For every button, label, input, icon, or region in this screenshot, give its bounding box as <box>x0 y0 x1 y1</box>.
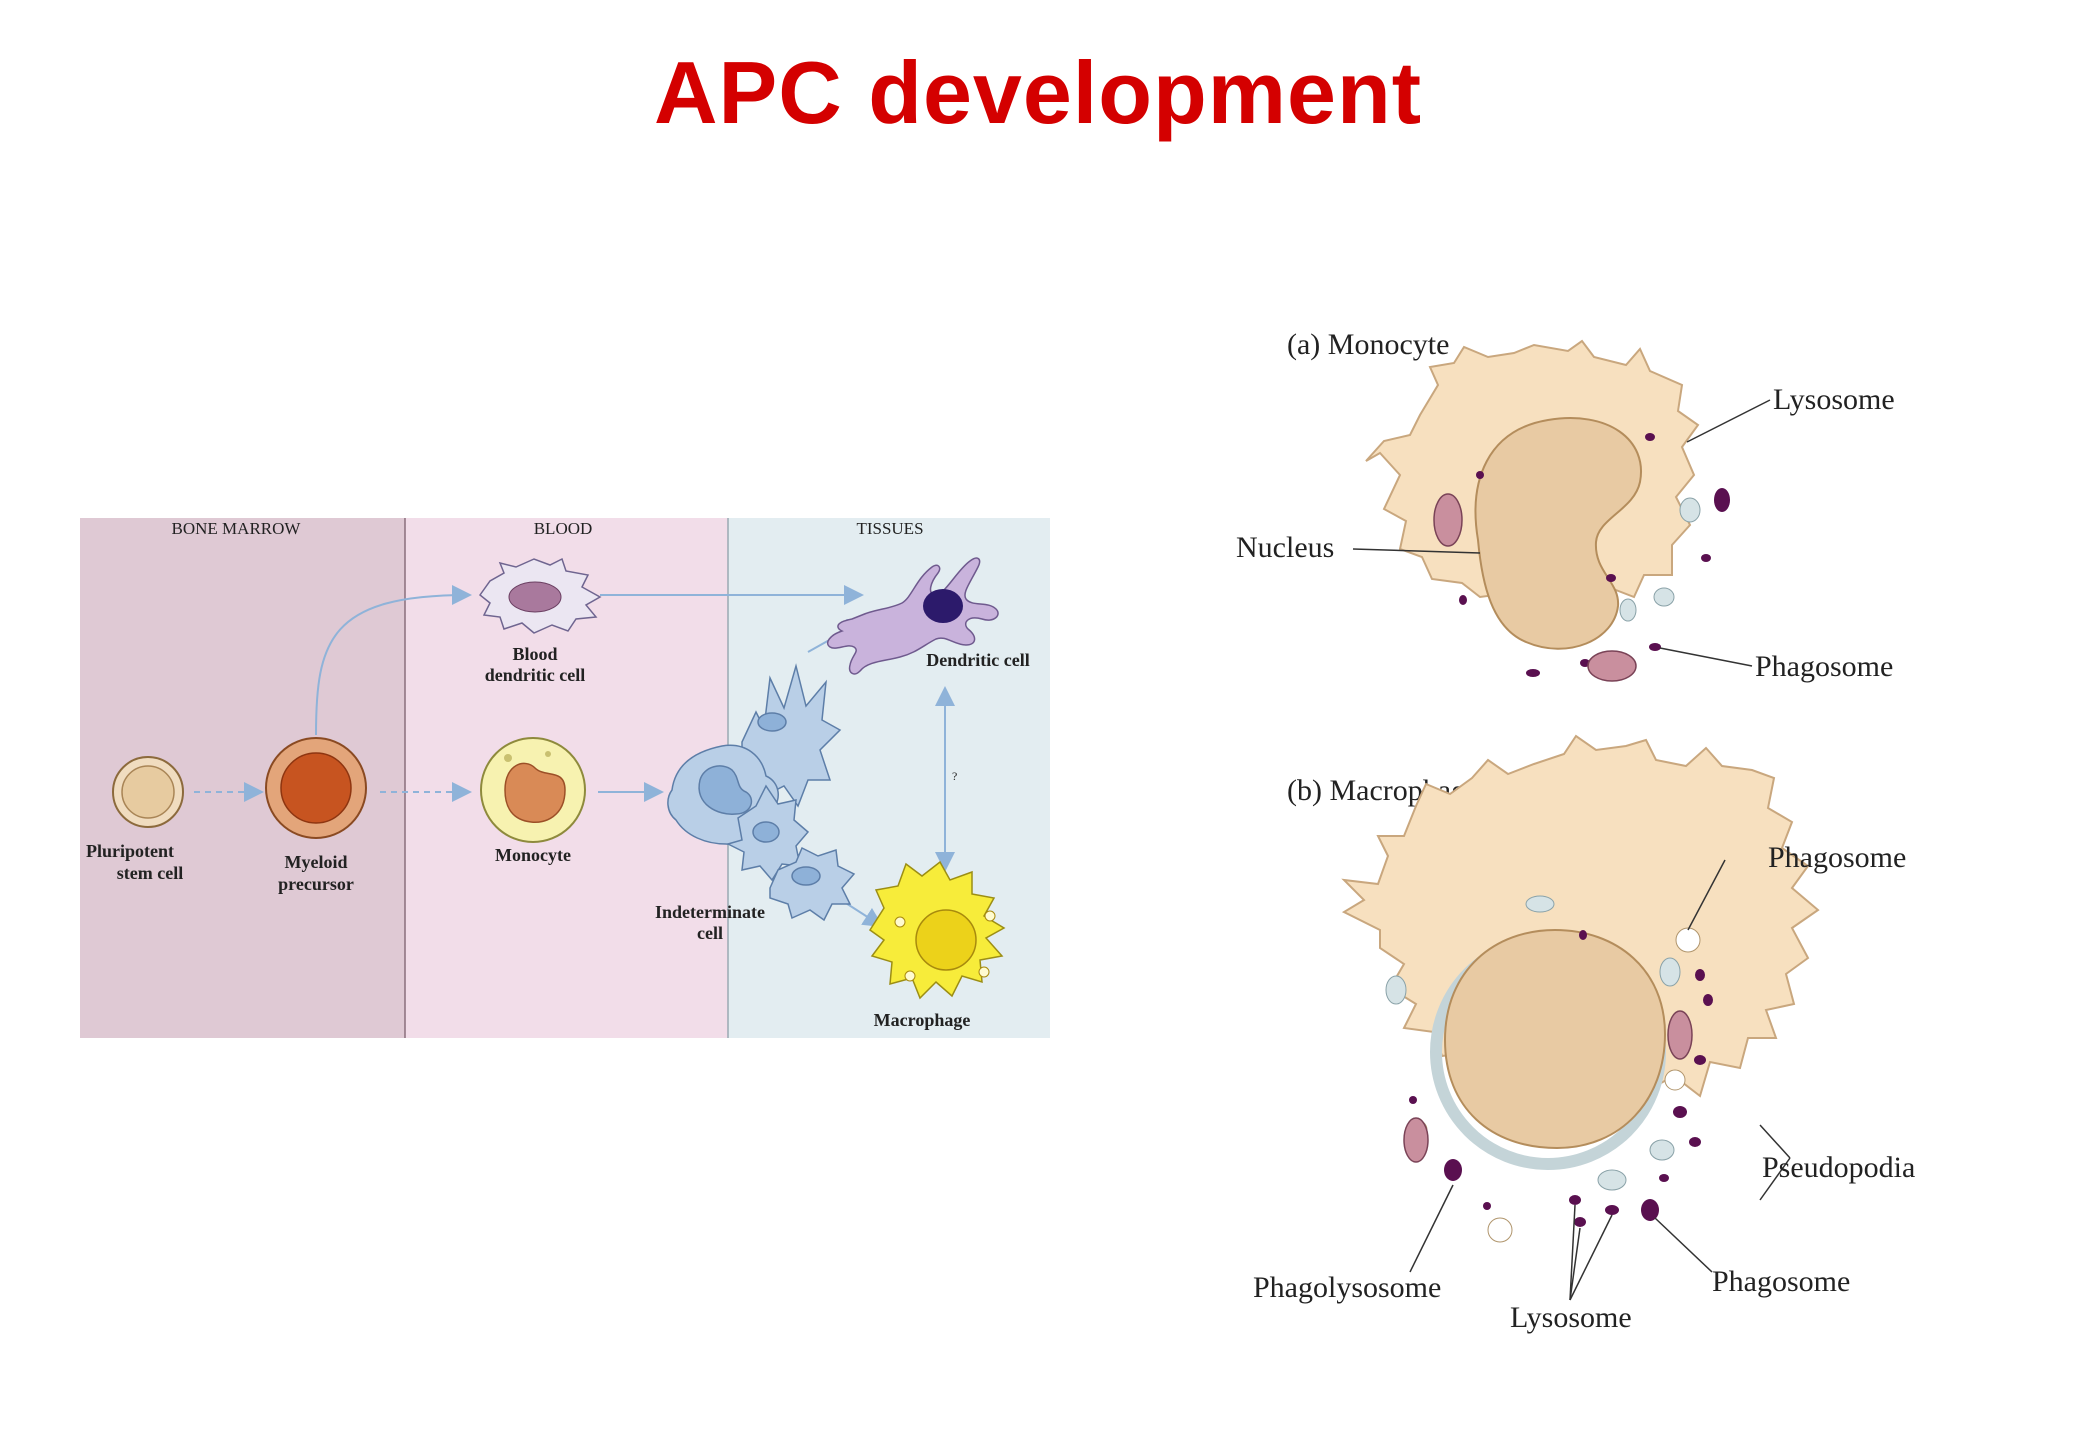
label-nucleus-a: Nucleus <box>1236 531 1334 564</box>
label-phagolysosome: Phagolysosome <box>1253 1271 1441 1304</box>
label-indeterminate-line2: cell <box>697 923 723 943</box>
label-phagosome-b-bottom: Phagosome <box>1712 1265 1850 1298</box>
label-phagosome-a: Phagosome <box>1755 650 1893 683</box>
myeloid-precursor-cell <box>265 737 367 839</box>
pluripotent-stem-cell <box>112 756 184 828</box>
macrophage-nucleus <box>1443 928 1667 1150</box>
label-stem-line1: Pluripotent <box>86 841 174 861</box>
monocyte-vesicles <box>1619 497 1701 622</box>
macrophage-cell <box>868 860 1006 1000</box>
label-pseudopodia: Pseudopodia <box>1762 1151 1915 1184</box>
monocyte-nucleus <box>1474 417 1643 650</box>
zone-label-blood: BLOOD <box>534 519 593 538</box>
label-myeloid-line1: Myeloid <box>285 852 348 872</box>
monocyte-mitochondria <box>1433 493 1637 682</box>
label-blood-dc-line2: dendritic cell <box>485 665 585 685</box>
label-myeloid-line2: precursor <box>278 874 354 894</box>
label-macrophage: Macrophage <box>874 1010 971 1030</box>
label-monocyte: Monocyte <box>495 845 571 865</box>
monocyte-detail-diagram: (a) Monocyte Lysosome Nucleus Phagosome <box>1236 328 1895 683</box>
zone-label-bone-marrow: BONE MARROW <box>172 519 302 538</box>
label-lysosome-a: Lysosome <box>1773 383 1895 416</box>
label-indeterminate-line1: Indeterminate <box>655 902 765 922</box>
tissue-dendritic-cell <box>826 557 999 675</box>
development-pathway-diagram: BONE MARROW BLOOD TISSUES ? Pluripotent … <box>80 518 1050 1038</box>
macrophage-vesicles <box>1385 895 1681 1191</box>
label-stem-line2: stem cell <box>117 863 183 883</box>
macrophage-mitochondria <box>1403 1010 1693 1163</box>
macrophage-lysosomes <box>1409 930 1713 1227</box>
label-phagosome-b-top: Phagosome <box>1768 841 1906 874</box>
label-blood-dc-line1: Blood <box>512 644 557 664</box>
label-lysosome-b: Lysosome <box>1510 1301 1632 1334</box>
macrophage-detail-diagram: (b) Macrophage <box>1253 734 1915 1334</box>
page-title: APC development <box>653 43 1423 142</box>
indeterminate-cells <box>667 663 856 922</box>
blood-dendritic-cell <box>478 557 602 634</box>
label-dendritic-cell: Dendritic cell <box>926 650 1029 670</box>
monocyte-lysosomes <box>1459 433 1730 677</box>
question-mark: ? <box>952 769 957 783</box>
zone-label-tissues: TISSUES <box>856 519 923 538</box>
monocyte-panel-title: (a) Monocyte <box>1287 328 1449 361</box>
monocyte-cell <box>480 737 586 843</box>
